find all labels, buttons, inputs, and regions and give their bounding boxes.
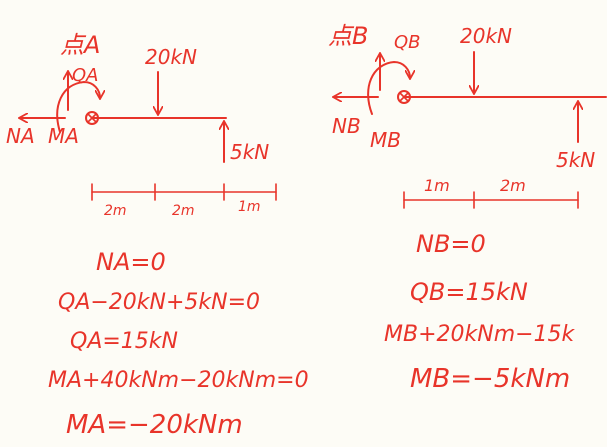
left-eq-5: MA=−20kNm — [66, 410, 243, 440]
right-eq-2: QB=15kN — [410, 278, 528, 306]
left-title: 点A — [60, 31, 101, 59]
right-section-point — [397, 90, 411, 104]
left-moment-label: MA — [48, 124, 79, 148]
left-dim-2: 2m — [172, 203, 195, 219]
right-load-label: 20kN — [460, 24, 512, 48]
left-axial-label: NA — [6, 124, 35, 148]
left-eq-4: MA+40kNm−20kNm=0 — [48, 368, 309, 393]
left-reaction-label: 5kN — [230, 140, 270, 164]
right-reaction-label: 5kN — [556, 148, 596, 172]
right-axial-label: NB — [332, 114, 361, 138]
left-eq-2: QA−20kN+5kN=0 — [58, 290, 261, 315]
right-title: 点B — [328, 22, 369, 50]
left-eq-1: NA=0 — [96, 248, 166, 276]
left-eq-3: QA=15kN — [70, 329, 178, 354]
right-beam-diagram — [334, 51, 607, 209]
right-moment-label: MB — [370, 128, 401, 152]
left-moment-arrow — [56, 81, 100, 133]
right-eq-3: MB+20kNm−15k — [384, 322, 575, 347]
left-dim-1: 2m — [104, 203, 127, 219]
right-dim-1: 1m — [424, 176, 450, 195]
left-shear-label: QA — [72, 65, 99, 86]
right-dimension-line — [403, 191, 579, 209]
right-eq-4: MB=−5kNm — [410, 364, 571, 394]
right-shear-label: QB — [394, 32, 421, 53]
right-eq-1: NB=0 — [416, 230, 486, 258]
left-dimension-line — [91, 183, 277, 201]
right-moment-arrow — [367, 61, 410, 115]
left-beam-diagram — [20, 72, 277, 201]
right-dim-2: 2m — [500, 176, 526, 195]
left-dim-3: 1m — [238, 199, 261, 215]
left-load-label: 20kN — [145, 45, 197, 69]
left-section-point — [85, 111, 99, 125]
